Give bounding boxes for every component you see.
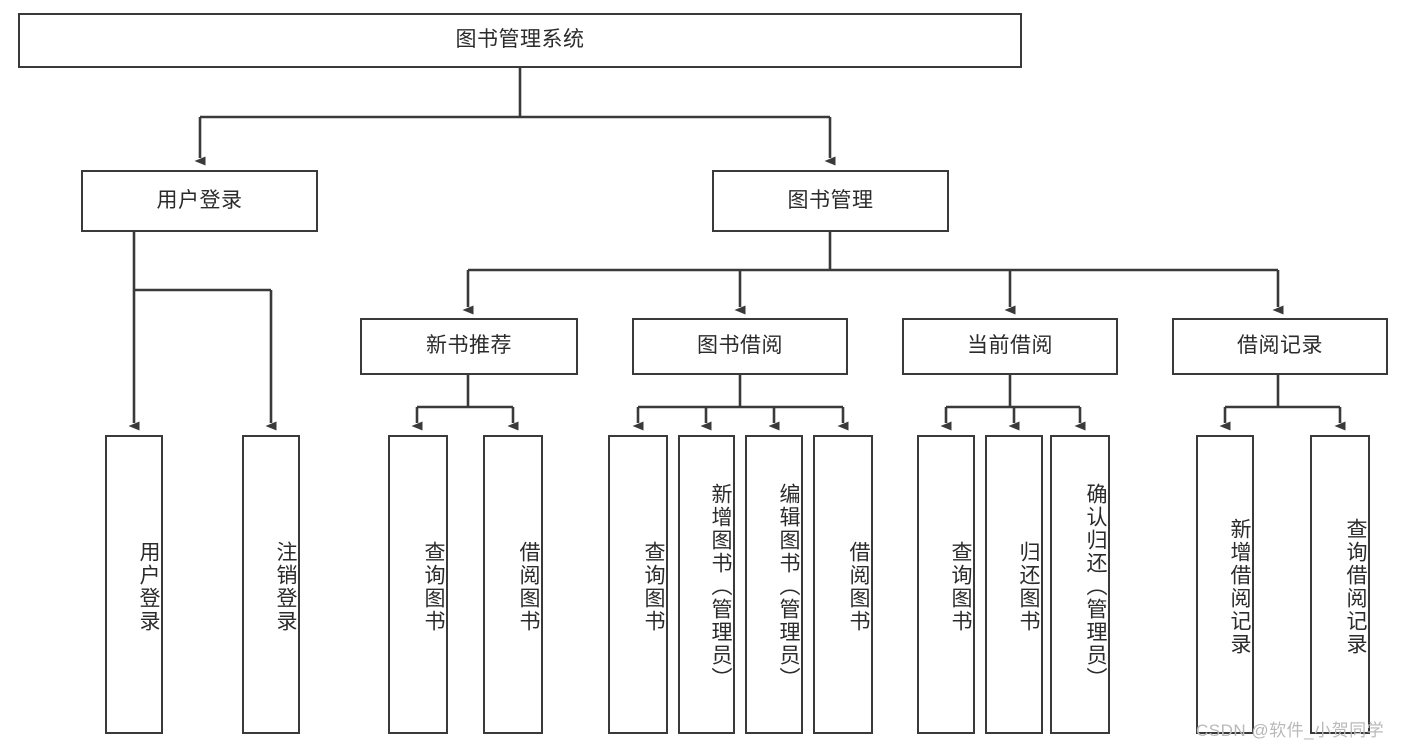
leaf-edit-book-admin[interactable]: 编辑图书（管理员） bbox=[745, 435, 803, 734]
leaf-borrow-book[interactable]: 借阅图书 bbox=[813, 435, 873, 734]
leaf-confirm-return-admin[interactable]: 确认归还（管理员） bbox=[1050, 435, 1110, 734]
csdn-watermark: CSDN @软件_小贺同学 bbox=[1196, 721, 1385, 740]
node-borrow-record[interactable]: 借阅记录 bbox=[1172, 318, 1388, 375]
leaf-borrow-book-newbook[interactable]: 借阅图书 bbox=[483, 435, 543, 734]
leaf-query-book-newbook-label: 查询图书 bbox=[422, 540, 445, 633]
node-current-borrow-label: 当前借阅 bbox=[967, 334, 1053, 358]
leaf-query-borrow-record[interactable]: 查询借阅记录 bbox=[1310, 435, 1370, 734]
node-book-management[interactable]: 图书管理 bbox=[712, 170, 949, 232]
node-user-login[interactable]: 用户登录 bbox=[81, 170, 318, 232]
node-new-book-recommend-label: 新书推荐 bbox=[426, 334, 512, 358]
leaf-user-login-label: 用户登录 bbox=[137, 540, 160, 633]
leaf-query-book-borrow[interactable]: 查询图书 bbox=[608, 435, 668, 734]
leaf-user-login[interactable]: 用户登录 bbox=[105, 435, 163, 734]
leaf-borrow-book-newbook-label: 借阅图书 bbox=[517, 540, 540, 633]
node-borrow-record-label: 借阅记录 bbox=[1237, 334, 1323, 358]
leaf-query-book-current[interactable]: 查询图书 bbox=[917, 435, 975, 734]
leaf-add-borrow-record[interactable]: 新增借阅记录 bbox=[1196, 435, 1254, 734]
leaf-logout-label: 注销登录 bbox=[274, 540, 297, 633]
leaf-edit-book-admin-label: 编辑图书（管理员） bbox=[777, 483, 800, 690]
node-current-borrow[interactable]: 当前借阅 bbox=[902, 318, 1118, 375]
leaf-query-book-current-label: 查询图书 bbox=[949, 540, 972, 633]
node-book-borrow-label: 图书借阅 bbox=[697, 334, 783, 358]
node-root[interactable]: 图书管理系统 bbox=[18, 13, 1022, 68]
leaf-logout[interactable]: 注销登录 bbox=[242, 435, 300, 734]
leaf-return-book[interactable]: 归还图书 bbox=[985, 435, 1043, 734]
leaf-add-borrow-record-label: 新增借阅记录 bbox=[1228, 517, 1251, 656]
node-user-login-label: 用户登录 bbox=[156, 188, 243, 212]
leaf-return-book-label: 归还图书 bbox=[1017, 540, 1040, 633]
leaf-add-book-admin-label: 新增图书（管理员） bbox=[709, 483, 732, 690]
node-book-borrow[interactable]: 图书借阅 bbox=[632, 318, 848, 375]
leaf-confirm-return-admin-label: 确认归还（管理员） bbox=[1084, 483, 1107, 690]
leaf-query-book-newbook[interactable]: 查询图书 bbox=[388, 435, 448, 734]
node-book-management-label: 图书管理 bbox=[787, 188, 874, 212]
node-new-book-recommend[interactable]: 新书推荐 bbox=[360, 318, 578, 375]
node-root-label: 图书管理系统 bbox=[455, 28, 585, 52]
leaf-query-borrow-record-label: 查询借阅记录 bbox=[1344, 517, 1367, 656]
leaf-add-book-admin[interactable]: 新增图书（管理员） bbox=[678, 435, 735, 734]
leaf-query-book-borrow-label: 查询图书 bbox=[642, 540, 665, 633]
leaf-borrow-book-label: 借阅图书 bbox=[847, 540, 870, 633]
